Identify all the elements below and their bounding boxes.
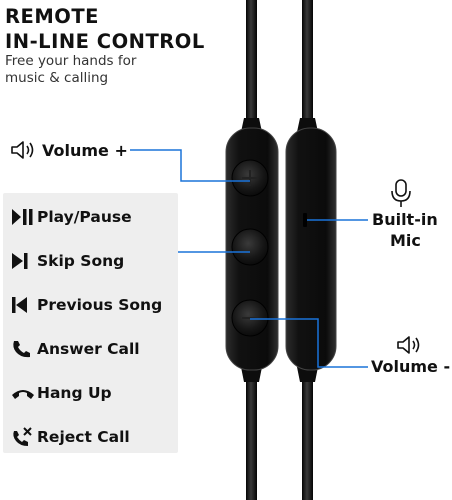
- multifunction-button: [231, 228, 269, 266]
- reject-call-icon: [11, 427, 37, 447]
- subtitle-line-2: music & calling: [5, 70, 109, 86]
- skip-icon: [11, 251, 37, 271]
- hang-up-icon: [11, 383, 37, 403]
- volume-down-label: Volume -: [371, 357, 451, 376]
- function-label: Previous Song: [37, 296, 163, 314]
- right-connector-bottom: [297, 367, 318, 382]
- left-cable-top: [246, 0, 257, 135]
- microphone-icon: [390, 179, 412, 209]
- functions-panel: Play/Pause Skip Song Previous Song Answe…: [3, 193, 178, 453]
- previous-icon: [11, 295, 37, 315]
- left-connector-bottom: [241, 367, 262, 382]
- speaker-icon: [10, 139, 38, 161]
- mic-unit-body: [285, 127, 337, 371]
- mic-label-line-1: Built-in: [372, 210, 438, 229]
- function-label: Reject Call: [37, 428, 130, 446]
- mic-hole: [303, 213, 307, 227]
- volume-down-button: [231, 299, 269, 337]
- function-row-reject-call: Reject Call: [11, 425, 130, 449]
- phone-icon: [11, 339, 37, 359]
- function-row-answer-call: Answer Call: [11, 337, 140, 361]
- function-row-skip-song: Skip Song: [11, 249, 124, 273]
- volume-up-pointer: [130, 149, 250, 182]
- function-label: Play/Pause: [37, 208, 132, 226]
- volume-up-label: Volume +: [42, 140, 128, 160]
- function-label: Skip Song: [37, 252, 125, 270]
- right-cable-bottom: [302, 368, 313, 500]
- left-cable-bottom: [246, 368, 257, 500]
- function-row-hang-up: Hang Up: [11, 381, 112, 405]
- right-cable-top: [302, 0, 313, 135]
- volume-down-pointer: [250, 318, 368, 368]
- speaker-icon: [396, 334, 422, 356]
- function-label: Hang Up: [37, 384, 112, 402]
- pointer-lines: [130, 149, 368, 368]
- title-line-2: IN-LINE CONTROL: [5, 30, 205, 53]
- volume-up-label-group: Volume +: [10, 139, 128, 161]
- subtitle-line-1: Free your hands for: [5, 53, 137, 69]
- function-row-play-pause: Play/Pause: [11, 205, 132, 229]
- play-pause-icon: [11, 207, 37, 227]
- function-label: Answer Call: [37, 340, 140, 358]
- mic-label-line-2: Mic: [390, 231, 421, 250]
- title-line-1: REMOTE: [5, 5, 99, 28]
- volume-up-button: [231, 159, 269, 197]
- function-row-previous-song: Previous Song: [11, 293, 162, 317]
